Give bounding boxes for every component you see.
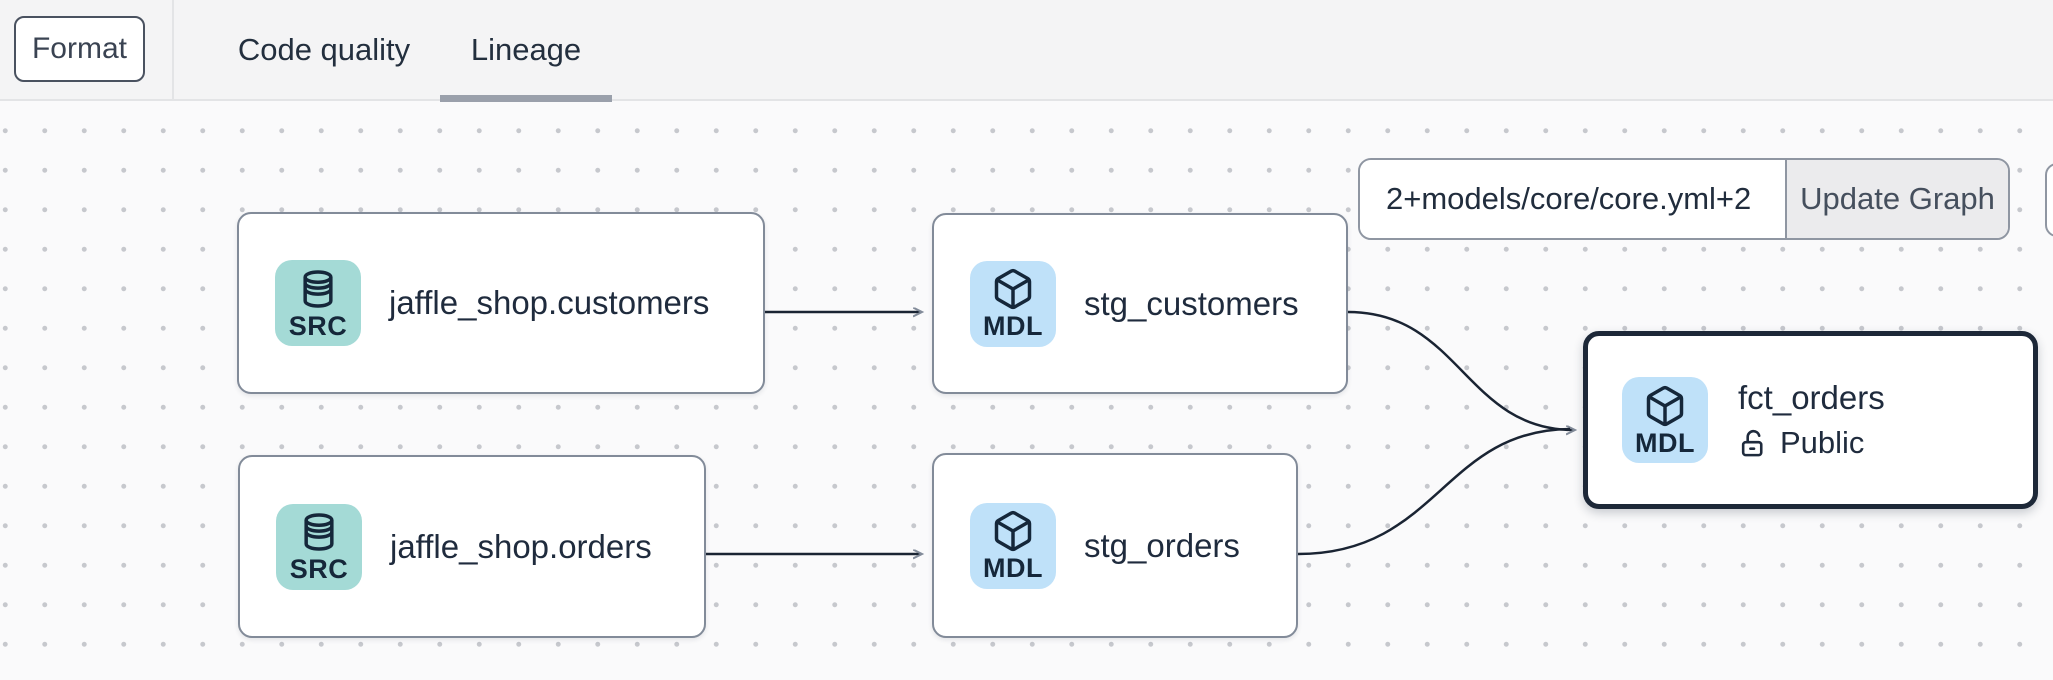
node-fct-orders[interactable]: MDL fct_orders Public xyxy=(1583,331,2038,509)
lineage-selector-group: Update Graph xyxy=(1358,158,2010,240)
badge-label: MDL xyxy=(1635,427,1695,458)
active-tab-underline xyxy=(440,95,612,102)
editor-toolbar: Format Code quality Lineage xyxy=(0,0,2053,102)
node-text-block: fct_orders Public xyxy=(1738,379,1885,461)
node-stg-orders[interactable]: MDL stg_orders xyxy=(932,453,1298,638)
lineage-selector-input[interactable] xyxy=(1360,160,1785,238)
badge-label: MDL xyxy=(983,553,1043,583)
node-title: jaffle_shop.orders xyxy=(390,527,652,565)
clipped-right-control[interactable] xyxy=(2045,163,2053,237)
model-badge: MDL xyxy=(1622,377,1708,463)
node-jaffle-shop-customers[interactable]: SRC jaffle_shop.customers xyxy=(237,212,765,394)
node-title: fct_orders xyxy=(1738,379,1885,416)
database-icon xyxy=(297,510,341,554)
unlock-icon xyxy=(1738,428,1769,459)
format-button[interactable]: Format xyxy=(14,16,145,82)
tab-code-quality[interactable]: Code quality xyxy=(237,31,411,67)
node-title: stg_orders xyxy=(1084,526,1240,564)
node-title: stg_customers xyxy=(1084,284,1299,322)
badge-label: MDL xyxy=(983,311,1043,341)
tab-lineage[interactable]: Lineage xyxy=(470,31,582,67)
access-row: Public xyxy=(1738,425,1885,461)
model-badge: MDL xyxy=(970,502,1056,589)
update-graph-button[interactable]: Update Graph xyxy=(1785,160,2008,238)
cube-icon xyxy=(1643,384,1687,428)
cube-icon xyxy=(991,267,1035,311)
toolbar-divider xyxy=(172,0,174,99)
access-label: Public xyxy=(1780,425,1865,460)
node-jaffle-shop-orders[interactable]: SRC jaffle_shop.orders xyxy=(238,455,706,638)
source-badge: SRC xyxy=(276,503,362,590)
node-stg-customers[interactable]: MDL stg_customers xyxy=(932,213,1348,394)
node-title: jaffle_shop.customers xyxy=(389,284,710,321)
database-icon xyxy=(296,267,340,311)
source-badge: SRC xyxy=(275,260,361,346)
edge-stgorders-to-fct xyxy=(1297,427,1571,556)
badge-label: SRC xyxy=(288,310,348,341)
edge-stgcustomers-to-fct xyxy=(1347,310,1574,430)
lineage-canvas[interactable]: SRC jaffle_shop.customers MDL stg_custom… xyxy=(0,103,2053,680)
cube-icon xyxy=(991,509,1035,553)
model-badge: MDL xyxy=(970,260,1056,347)
badge-label: SRC xyxy=(289,554,349,584)
